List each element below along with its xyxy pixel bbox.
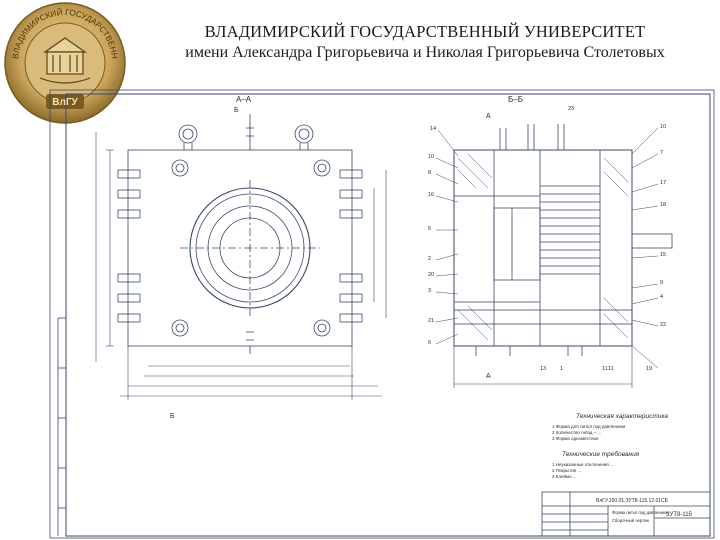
callout-leaders [435,127,659,369]
cut-label-a-bottom: А [486,373,491,380]
callout-right: 18 [660,202,666,208]
callout-right: 9 [660,280,663,286]
callout-right: 4 [660,294,663,300]
callout-bottom: 1 [560,366,563,372]
stamp-group: ЗУТ8-115 [666,512,693,518]
dimension-lines [95,132,387,400]
callout-left: 14 [430,126,436,132]
callout-right: 10 [660,124,666,130]
cut-label-b-top: Б [234,107,239,114]
sheet-border [49,89,715,539]
university-title: ВЛАДИМИРСКИЙ ГОСУДАРСТВЕННЫЙ УНИВЕРСИТЕТ [204,22,646,41]
stamp-code: ВлГУ.150.01.ЗУТ8-115.12.01СБ [596,498,669,504]
callout-right: 15 [660,252,666,258]
binding-strip [57,317,66,536]
side-ribs [117,169,363,323]
stamp-subtitle: Сборочный чертеж [612,518,649,523]
cut-label-a-top: А [486,113,491,120]
cut-label-b-bottom: Б [170,413,175,420]
logo-emblem-icon [39,37,91,84]
section-label-aa: А–А [236,95,252,104]
drawing-labels: А–А Б Б Б–Б А А 14 10 8 16 5 2 20 3 21 6… [170,95,693,523]
callout-left: 10 [428,154,434,160]
callout-left: 6 [428,340,431,346]
tech-req-title: Технические требования [562,450,640,458]
callout-left: 3 [428,288,431,294]
callout-bottom: 11 [602,366,608,372]
title-block [541,491,711,537]
cooling-ribs [540,185,600,275]
university-logo: ВЛАДИМИРСКИЙ ГОСУДАРСТВЕННЫЙ УНИВЕРСИТЕТ… [0,0,126,124]
tech-req-item: 3 Клеймо ... [552,473,577,479]
section-label-bb: Б–Б [508,95,523,104]
callout-left: 16 [428,192,434,198]
stamp-name: Форма литья под давлением [612,510,668,515]
tech-char-item: 2 Количество гнёзд – ... [552,430,601,435]
callout-bottom: 13 [540,366,546,372]
callout-left: 5 [428,226,431,232]
callout-left: 8 [428,170,431,176]
view-a-a [95,114,387,400]
callout-right: 7 [660,150,663,156]
callout-right: 17 [660,180,666,186]
tech-char-item: 1 Форма для литья под давлением [552,424,625,429]
university-subtitle: имени Александра Григорьевича и Николая … [185,44,665,61]
callout-left: 2 [428,256,431,262]
callout-right: 22 [660,322,666,328]
section-hatching [457,153,629,341]
tech-char-title: Техническая характеристика [576,413,668,420]
callout-left: 20 [428,272,434,278]
tech-char-item: 3 Форма одноместная [552,436,599,441]
callout-bottom: 11 [608,366,614,372]
tech-req-item: 1 Неуказанные отклонения ... [552,462,614,467]
eye-bolts [178,124,314,150]
central-ring [180,180,320,316]
engineering-drawing: А–А Б Б Б–Б А А 14 10 8 16 5 2 20 3 21 6… [49,89,715,539]
tech-req-item: 2 Покрытие ... [552,468,581,473]
view-b-b [435,124,673,388]
logo-badge [46,94,84,109]
callout-left: 21 [428,318,434,324]
logo-badge-text: ВлГУ [52,97,78,108]
sheet-inner-frame [65,93,711,537]
callout-right: 19 [646,366,652,372]
callout-right: 23 [568,106,574,112]
